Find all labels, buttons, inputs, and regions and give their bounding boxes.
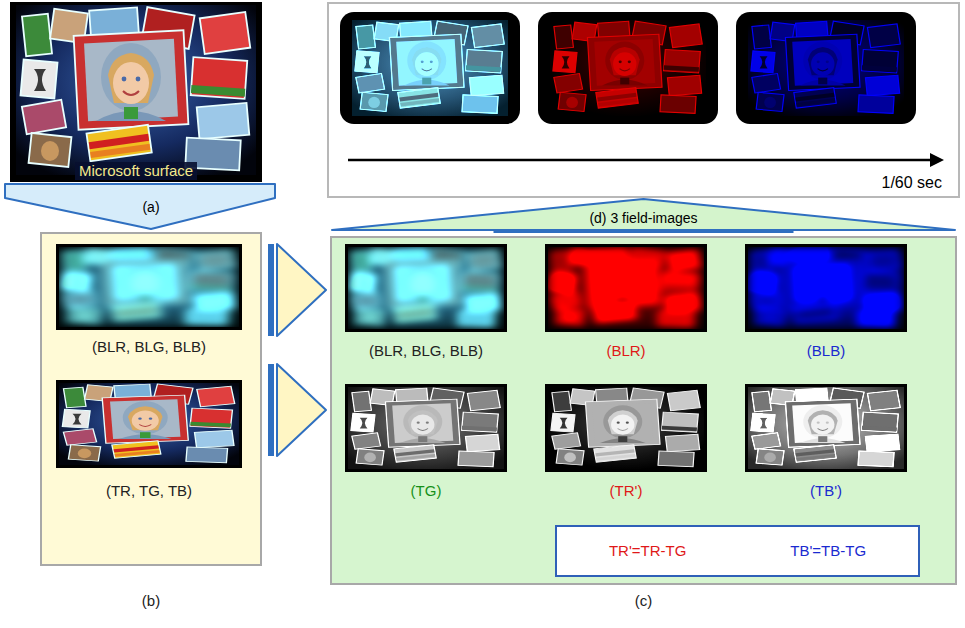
block-arrow [5, 184, 275, 229]
gray-image [348, 387, 504, 469]
field-frame [736, 12, 916, 124]
image-tile: (BLR, BLG, BLB) [345, 244, 507, 360]
photo-frame [545, 244, 707, 332]
arrow-label: (a) [139, 199, 162, 215]
illustration-part [748, 387, 904, 469]
illustration-part [348, 247, 504, 329]
block-arrow [332, 199, 955, 233]
panel-ground [40, 232, 262, 566]
photo-caption: Microsoft surface [75, 162, 197, 180]
arrow-shape [332, 199, 955, 230]
illustration-part [352, 20, 508, 116]
illustration-part [550, 20, 706, 116]
photo-frame [56, 380, 242, 468]
image-caption: (TB') [810, 482, 842, 500]
image-caption: (TG) [411, 482, 442, 500]
arrow-bar [268, 364, 274, 456]
image-tile: (TB') [745, 384, 907, 500]
image-tile: (TR') [545, 384, 707, 500]
screen-photo: Microsoft surface [10, 2, 262, 182]
illustration-part [748, 247, 904, 329]
arrow-label: (d) 3 field-images [586, 210, 700, 226]
panel-label: (b) [42, 592, 260, 610]
illustration-part [748, 387, 904, 469]
arrow-bar [268, 244, 274, 336]
illustration-part [59, 247, 239, 327]
image-caption: (BLR) [606, 342, 645, 360]
formula: TB'=TB-TG [790, 542, 866, 560]
formula-box: TR'=TR-TG TB'=TB-TG [555, 525, 920, 577]
illustration-part [348, 247, 504, 329]
illustration-part [59, 247, 239, 327]
panel-box: (c)(BLR, BLG, BLB)(BLR)(BLB)(TG)(TR')(TB… [330, 236, 957, 585]
illustration-part [16, 5, 256, 175]
gray-image [748, 387, 904, 469]
formula: TR'=TR-TG [609, 542, 686, 560]
illustration-part [748, 20, 904, 116]
gray-image [548, 387, 704, 469]
arrow-bar [494, 229, 794, 233]
photo-frame [10, 2, 262, 182]
field-image [748, 20, 904, 116]
photo-frame [745, 384, 907, 472]
image-caption: (TR') [610, 482, 643, 500]
arrow-shape [277, 364, 326, 456]
photo-frame [545, 384, 707, 472]
image-caption: (BLR, BLG, BLB) [92, 338, 206, 356]
backlight-image [348, 247, 504, 329]
image-caption: (TR, TG, TB) [106, 482, 192, 500]
panel-label: (c) [332, 592, 955, 610]
field-image [550, 20, 706, 116]
image-tile: (BLR) [545, 244, 707, 360]
time-axis [348, 159, 932, 162]
photo-frame [745, 244, 907, 332]
image-tile: (TR, TG, TB) [56, 380, 242, 500]
illustration-part [348, 387, 504, 469]
panel-box: (b)(BLR, BLG, BLB)(TR, TG, TB) [40, 232, 262, 566]
illustration-part [348, 387, 504, 469]
time-label: 1/60 sec [882, 174, 942, 192]
illustration-part [548, 387, 704, 469]
illustration-part [548, 387, 704, 469]
photo-frame [345, 384, 507, 472]
illustration-part [352, 20, 508, 116]
illustration-part [548, 247, 704, 329]
illustration-part [748, 20, 904, 116]
field-frame [340, 12, 520, 124]
image-caption: (BLR, BLG, BLB) [369, 342, 483, 360]
image-caption: (BLB) [807, 342, 845, 360]
image-tile: (TG) [345, 384, 507, 500]
illustration-part [59, 383, 239, 465]
panel-ground [330, 236, 957, 585]
image-tile: (BLB) [745, 244, 907, 360]
illustration-part [548, 247, 704, 329]
field-image [352, 20, 508, 116]
field-frame [538, 12, 718, 124]
transmittance-image [59, 383, 239, 465]
chevron-arrow [268, 244, 326, 336]
collage-photo [16, 5, 256, 175]
arrow-shape [277, 244, 326, 336]
backlight-image [59, 247, 239, 327]
red-backlight-image [548, 247, 704, 329]
panel-ground [327, 2, 960, 198]
photo-frame [345, 244, 507, 332]
illustration-part [748, 247, 904, 329]
illustration-part [550, 20, 706, 116]
field-sequence-panel: 1/60 sec [327, 2, 960, 198]
chevron-arrow [268, 364, 326, 456]
time-axis-head [930, 153, 944, 167]
arrow-shape [5, 184, 275, 229]
photo-frame [56, 244, 242, 330]
image-tile: (BLR, BLG, BLB) [56, 244, 242, 356]
blue-backlight-image [748, 247, 904, 329]
